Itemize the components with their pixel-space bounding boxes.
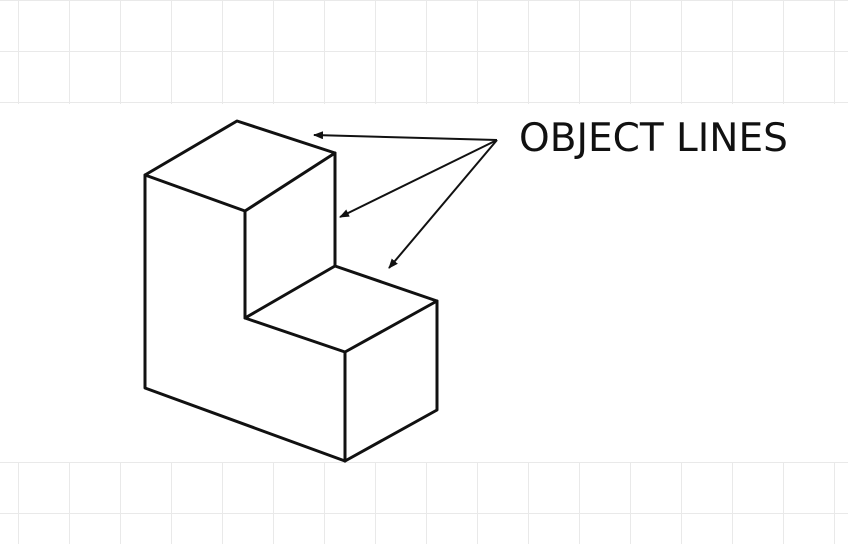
pointer-arrow-bottom bbox=[388, 139, 498, 269]
lower-block-right-face bbox=[343, 299, 439, 463]
left-face-outline bbox=[143, 173, 347, 463]
grid-background-bottom bbox=[0, 462, 848, 544]
lower-step-top-face bbox=[243, 264, 439, 354]
drawing-area bbox=[0, 104, 848, 462]
grid-background-top bbox=[0, 0, 848, 104]
pointer-arrow-top bbox=[313, 131, 498, 141]
pointer-arrow-middle bbox=[339, 139, 498, 218]
object-lines-label: OBJECT LINES bbox=[519, 116, 788, 161]
tall-block-top-face bbox=[143, 119, 337, 213]
